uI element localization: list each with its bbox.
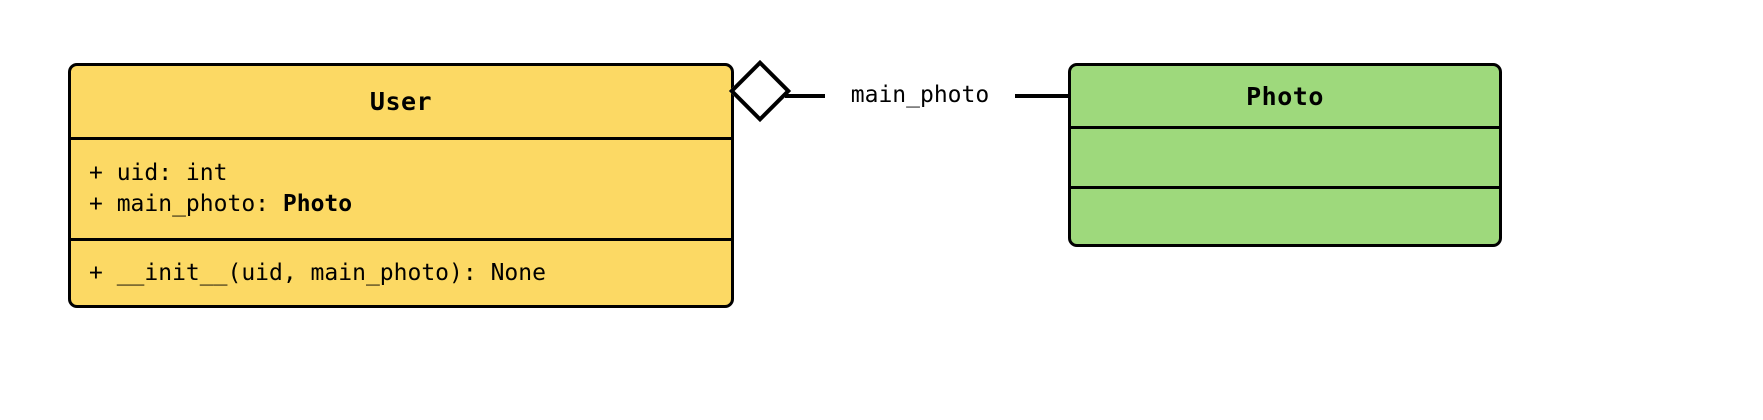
uml-class-photo-title: Photo <box>1246 81 1324 111</box>
uml-method-row: + __init__(uid, main_photo): None <box>89 258 731 289</box>
uml-class-user[interactable]: User + uid: int + main_photo: Photo + __… <box>68 63 734 308</box>
uml-class-user-attributes: + uid: int + main_photo: Photo <box>71 137 731 238</box>
uml-class-user-methods: + __init__(uid, main_photo): None <box>71 238 731 305</box>
association-line-right <box>1013 94 1071 98</box>
uml-attribute-text: + uid: int <box>89 160 228 186</box>
uml-attribute-row: + uid: int <box>89 158 731 189</box>
uml-attribute-type-ref: Photo <box>282 191 353 217</box>
uml-attribute-text: + main_photo: <box>89 191 283 217</box>
association-line-left <box>785 94 825 98</box>
uml-class-photo-methods <box>1071 186 1499 244</box>
aggregation-diamond-icon <box>728 59 792 123</box>
uml-method-text: + __init__(uid, main_photo): None <box>89 259 546 286</box>
uml-class-photo[interactable]: Photo <box>1068 63 1502 247</box>
association-label: main_photo <box>825 79 1015 111</box>
uml-class-photo-attributes <box>1071 126 1499 186</box>
uml-class-user-title: User <box>369 87 433 116</box>
uml-attribute-row: + main_photo: Photo <box>89 189 731 220</box>
